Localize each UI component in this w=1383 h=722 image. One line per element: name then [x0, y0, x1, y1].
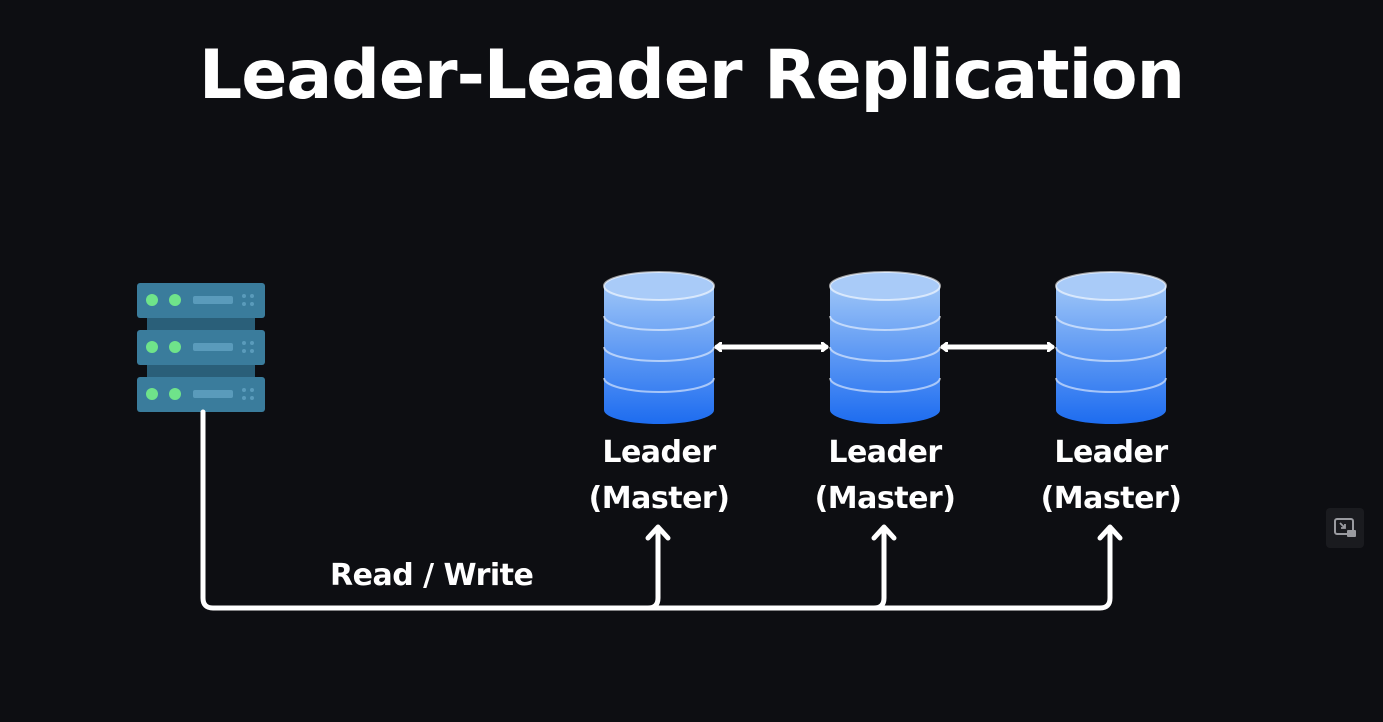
server-rack-icon — [137, 283, 265, 412]
connector-branch-2 — [871, 527, 887, 611]
read-write-label: Read / Write — [330, 558, 534, 593]
leader-label-line2: (Master) — [814, 481, 956, 516]
database-icon — [603, 271, 715, 424]
arrow-up-icon — [1097, 524, 1123, 541]
database-icon — [829, 271, 941, 424]
picture-in-picture-icon — [1334, 518, 1356, 537]
leader-label-3: Leader (Master) — [1011, 430, 1211, 522]
database-icon — [1055, 271, 1167, 424]
leader-label-line2: (Master) — [588, 481, 730, 516]
leader-label-line1: Leader — [1054, 435, 1168, 470]
connector-branch-1 — [645, 527, 661, 611]
leader-label-line2: (Master) — [1040, 481, 1182, 516]
picture-in-picture-button[interactable] — [1326, 508, 1364, 548]
arrow-up-icon — [645, 524, 671, 541]
page-title: Leader-Leader Replication — [198, 36, 1185, 115]
arrow-up-icon — [871, 524, 897, 541]
leader-label-1: Leader (Master) — [559, 430, 759, 522]
leader-label-line1: Leader — [602, 435, 716, 470]
leader-label-line1: Leader — [828, 435, 942, 470]
leader-label-2: Leader (Master) — [785, 430, 985, 522]
